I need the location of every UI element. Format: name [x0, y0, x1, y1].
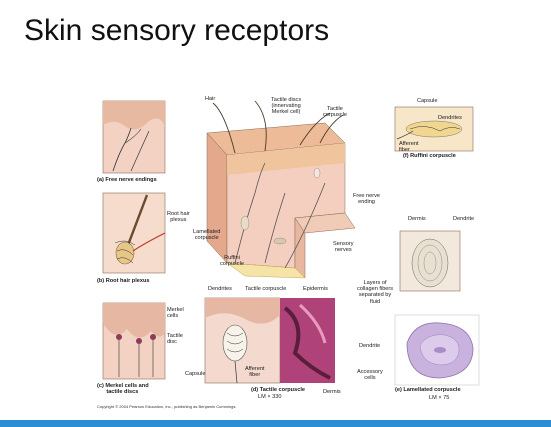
- label-layers-collagen: Layers of collagen fibers separated by f…: [357, 280, 394, 305]
- label-epidermis-d: Epidermis: [303, 286, 328, 292]
- slide-title: Skin sensory receptors: [24, 14, 330, 47]
- label-accessory-cells: Accessory cells: [357, 369, 383, 382]
- label-merkel-cells: Merkel cells: [167, 307, 184, 320]
- label-ruffini-corpuscle: Ruffini corpuscle: [220, 255, 244, 268]
- label-dendrites-f: Dendrites: [438, 115, 462, 121]
- label-lm-75: LM × 75: [429, 395, 450, 401]
- caption-a: (a) Free nerve endings: [97, 177, 157, 183]
- panel-tactile-corpuscle: [204, 297, 335, 384]
- caption-b: (b) Root hair plexus: [97, 278, 150, 284]
- panel-lamellated-corpuscle: [394, 230, 480, 386]
- copyright-notice: Copyright © 2004 Pearson Education, Inc.…: [97, 404, 237, 409]
- skin-receptors-figure: Hair Tactile discs (innervating Merkel c…: [95, 93, 481, 413]
- label-dermis-e: Dermis: [408, 216, 426, 222]
- label-tactile-discs: Tactile discs (innervating Merkel cell): [271, 97, 302, 116]
- label-afferent-fiber-f: Afferent fiber: [399, 141, 419, 154]
- label-tactile-corpuscle: Tactile corpuscle: [323, 106, 347, 119]
- caption-c: (c) Merkel cells and tactile discs: [97, 383, 149, 396]
- label-capsule-d: Capsule: [185, 371, 206, 377]
- label-capsule-f: Capsule: [417, 98, 438, 104]
- label-hair: Hair: [205, 96, 216, 102]
- bottom-accent-bar: [0, 420, 551, 427]
- panel-free-nerve-endings: [102, 100, 166, 174]
- panel-root-hair-plexus: [102, 192, 166, 274]
- label-lm-330: LM × 330: [258, 394, 282, 400]
- central-skin-block: [206, 100, 356, 279]
- caption-f: (f) Ruffini corpuscle: [403, 153, 456, 159]
- label-dendrite-e2: Dendrite: [359, 343, 381, 349]
- label-afferent-fiber-d: Afferent fiber: [245, 366, 265, 379]
- caption-e: (e) Lamellated corpuscle: [395, 387, 461, 393]
- caption-d: (d) Tactile corpuscle: [251, 387, 305, 393]
- label-dendrites-d: Dendrites: [208, 286, 232, 292]
- label-root-hair-plexus: Root hair plexus: [167, 211, 190, 224]
- label-dendrite-e: Dendrite: [453, 216, 475, 222]
- label-lamellated-corpuscle: Lamellated corpuscle: [193, 229, 221, 242]
- label-sensory-nerves: Sensory nerves: [333, 241, 354, 254]
- label-free-nerve-ending: Free nerve ending: [353, 193, 381, 206]
- panel-ruffini-corpuscle: [394, 106, 474, 152]
- label-dermis-d: Dermis: [323, 389, 341, 395]
- figure-illustration: [102, 100, 480, 386]
- label-tactile-disc: Tactile disc: [167, 333, 183, 346]
- label-tactile-corpuscle-d: Tactile corpuscle: [245, 286, 287, 292]
- panel-merkel-cells: [102, 302, 166, 380]
